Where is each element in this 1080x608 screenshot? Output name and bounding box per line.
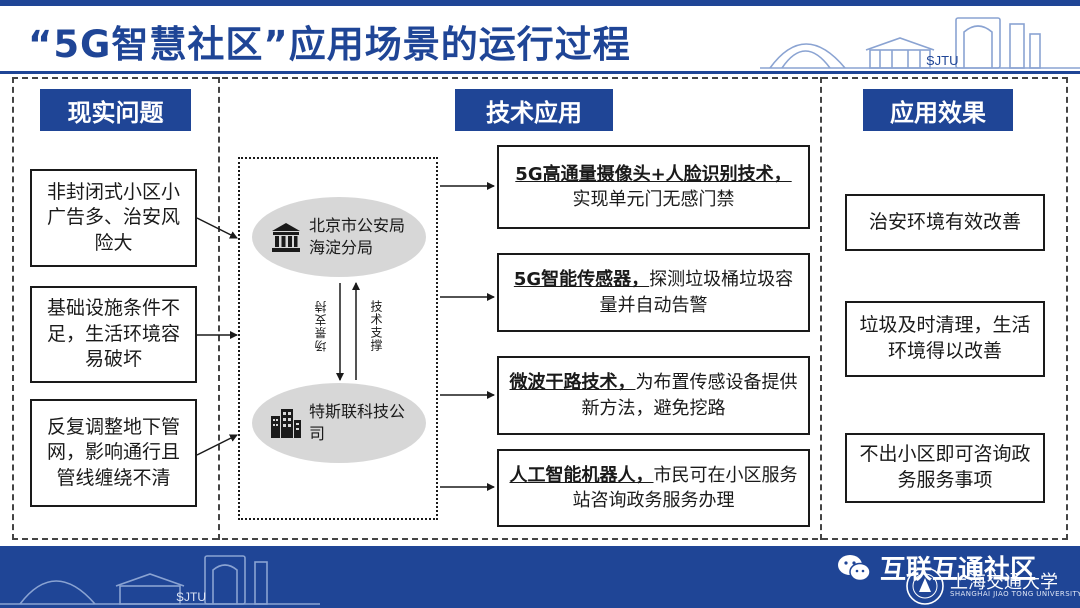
column-divider-right <box>820 77 822 540</box>
problem-text-3: 反复调整地下管网，影响通行且管线缠绕不清 <box>46 415 180 489</box>
header-problems: 现实问题 <box>40 89 191 131</box>
tech-text-2: 5G智能传感器，探测垃圾桶垃圾容量并自动告警 <box>509 267 798 317</box>
university-name: 上海交通大学 <box>950 572 1058 593</box>
actor-company: 特斯联科技公司 <box>252 383 426 463</box>
tech-detail-2: 探测垃圾桶垃圾容量并自动告警 <box>599 269 794 316</box>
government-building-icon <box>272 223 300 252</box>
title-rule <box>0 71 1080 74</box>
actors-frame <box>238 157 438 520</box>
tech-box-3: 微波干路技术，为布置传感设备提供新方法，避免挖路 <box>497 356 810 435</box>
tech-keyword-2: 5G智能传感器， <box>513 269 650 291</box>
actor-company-label: 特斯联科技公司 <box>309 402 406 443</box>
tech-keyword-3: 微波干路技术， <box>509 372 636 394</box>
sjtu-logo-text: SJTU <box>926 53 959 68</box>
tech-box-4: 人工智能机器人，市民可在小区服务站咨询政务服务办理 <box>497 449 810 527</box>
tech-text-3: 微波干路技术，为布置传感设备提供新方法，避免挖路 <box>509 370 798 420</box>
top-band <box>0 0 1080 6</box>
tech-text-4: 人工智能机器人，市民可在小区服务站咨询政务服务办理 <box>509 463 798 513</box>
wechat-account-name: 互联互通社区 <box>880 555 1037 585</box>
effect-box-1: 治安环境有效改善 <box>845 194 1045 251</box>
wechat-icon <box>838 554 871 581</box>
effect-text-2: 垃圾及时清理，生活环境得以改善 <box>859 314 1031 362</box>
sjtu-bottom-illustration: SJTU <box>0 555 320 605</box>
column-divider-left <box>218 77 220 540</box>
problem-text-2: 基础设施条件不足，生活环境容易破坏 <box>46 297 180 371</box>
problem-box-1: 非封闭式小区小广告多、治安风险大 <box>30 169 197 267</box>
sjtu-campus-illustration: SJTU <box>760 17 1080 69</box>
header-effects: 应用效果 <box>863 89 1013 131</box>
content-frame <box>12 77 1068 540</box>
effect-box-2: 垃圾及时清理，生活环境得以改善 <box>845 301 1045 377</box>
university-seal-icon <box>906 567 944 605</box>
problem-text-1: 非封闭式小区小广告多、治安风险大 <box>46 180 180 254</box>
wechat-account: 互联互通社区 <box>836 549 1036 586</box>
university-name-en: SHANGHAI JIAO TONG UNIVERSITY <box>950 590 1080 598</box>
actor-police-label: 北京市公安局海淀分局 <box>309 216 406 257</box>
scene-support-label: 场景支持 <box>314 300 328 352</box>
tech-detail-3: 为布置传感设备提供新方法，避免挖路 <box>581 372 798 419</box>
tech-box-2: 5G智能传感器，探测垃圾桶垃圾容量并自动告警 <box>497 253 810 332</box>
tech-support-label: 技术支撑 <box>369 300 383 352</box>
tech-detail-1: 实现单元门无感门禁 <box>572 189 735 210</box>
office-building-icon <box>271 409 301 438</box>
problem-box-3: 反复调整地下管网，影响通行且管线缠绕不清 <box>30 399 197 507</box>
sjtu-bottom-logo-text: SJTU <box>176 590 206 604</box>
effect-box-3: 不出小区即可咨询政务服务事项 <box>845 433 1045 503</box>
actor-police: 北京市公安局海淀分局 <box>252 197 426 277</box>
tech-detail-4: 市民可在小区服务站咨询政务服务办理 <box>572 464 798 511</box>
tech-text-1: 5G高通量摄像头+人脸识别技术， 实现单元门无感门禁 <box>509 162 798 212</box>
header-tech: 技术应用 <box>455 89 613 131</box>
effect-text-1: 治安环境有效改善 <box>868 210 1021 233</box>
slide-title: “5G智慧社区”应用场景的运行过程 <box>28 23 631 66</box>
problem-box-2: 基础设施条件不足，生活环境容易破坏 <box>30 286 197 383</box>
tech-box-1: 5G高通量摄像头+人脸识别技术， 实现单元门无感门禁 <box>497 145 810 229</box>
effect-text-3: 不出小区即可咨询政务服务事项 <box>859 443 1031 491</box>
tech-keyword-1: 5G高通量摄像头+人脸识别技术， <box>515 163 792 185</box>
tech-keyword-4: 人工智能机器人， <box>509 464 654 486</box>
